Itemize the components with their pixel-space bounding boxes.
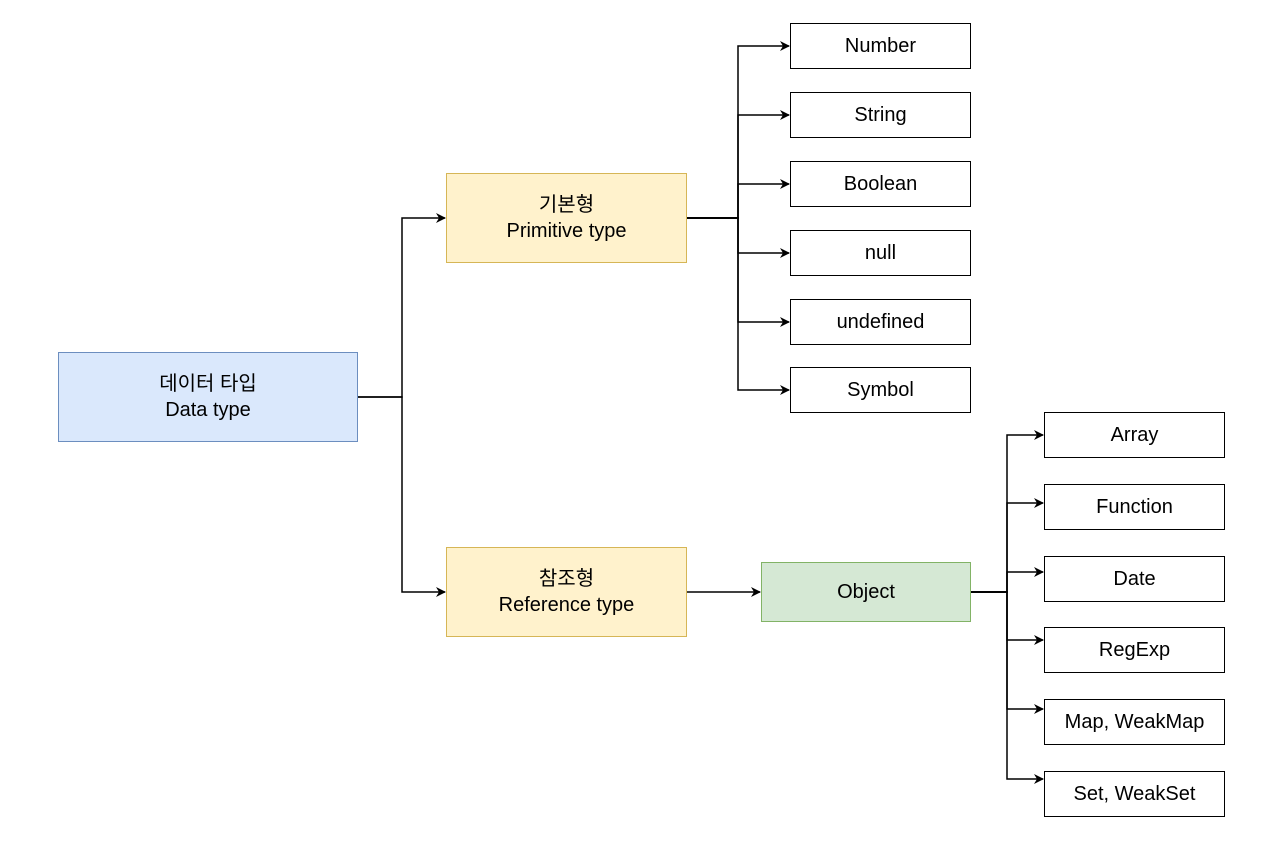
primitive-type-label-ko: 기본형 [538,194,595,216]
object-label: Object [837,581,895,603]
primitive-item-null: null [790,230,971,276]
primitive-item-number: Number [790,23,971,69]
primitive-item-symbol: Symbol [790,367,971,413]
object-item-array: Array [1044,412,1225,458]
data-type-label-en: Data type [165,399,251,421]
object-item-label: RegExp [1098,639,1171,661]
connector-root-primitive [358,213,446,398]
primitive-item-label: null [864,242,897,264]
object-item-label: Function [1096,496,1173,518]
object-item-map-weakmap: Map, WeakMap [1044,699,1225,745]
data-type-label-ko: 데이터 타입 [159,373,257,395]
object-item-regexp: RegExp [1044,627,1225,673]
reference-type-label-ko: 참조형 [538,568,595,590]
object-item-label: Date [1113,568,1156,590]
primitive-item-label: undefined [836,311,925,333]
connector-object-date [971,567,1044,593]
reference-type-node: 참조형 Reference type [446,547,687,637]
object-node: Object [761,562,971,622]
object-item-label: Set, WeakSet [1073,783,1196,805]
connector-root-reference [358,396,446,597]
connector-primitive-boolean [687,179,790,219]
primitive-type-label-en: Primitive type [506,220,627,242]
object-item-date: Date [1044,556,1225,602]
connector-primitive-symbol [687,217,790,395]
primitive-item-boolean: Boolean [790,161,971,207]
object-item-label: Map, WeakMap [1064,711,1205,733]
primitive-type-node: 기본형 Primitive type [446,173,687,263]
primitive-item-label: Symbol [847,379,914,401]
primitive-item-label: Boolean [843,173,918,195]
object-item-function: Function [1044,484,1225,530]
primitive-item-label: String [854,104,907,126]
object-item-set-weakset: Set, WeakSet [1044,771,1225,817]
connector-object-set [971,591,1044,784]
reference-type-label-en: Reference type [498,594,635,616]
object-item-label: Array [1110,424,1159,446]
primitive-item-string: String [790,92,971,138]
data-type-node: 데이터 타입 Data type [58,352,358,442]
primitive-item-label: Number [844,35,917,57]
primitive-item-undefined: undefined [790,299,971,345]
